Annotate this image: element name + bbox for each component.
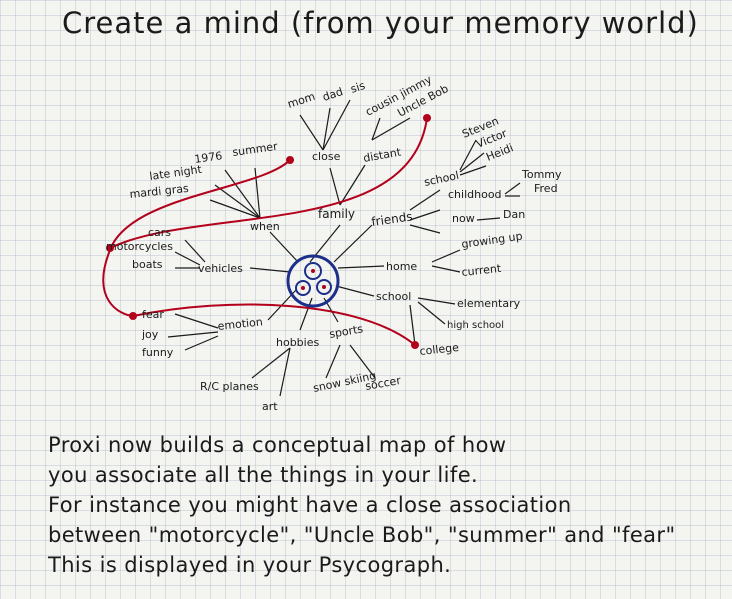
node-friends: friends (370, 209, 413, 229)
node-fred: Fred (534, 182, 558, 195)
node-cars: cars (148, 226, 171, 239)
node-hobbies: hobbies (276, 336, 319, 349)
node-1976: 1976 (194, 149, 224, 166)
explanation-paragraph: Proxi now builds a conceptual map of how… (48, 430, 728, 580)
paragraph-line: you associate all the things in your lif… (48, 463, 479, 487)
college-dot-icon (411, 341, 419, 349)
node-school-friends: school (423, 169, 460, 189)
node-distant: distant (362, 145, 402, 165)
node-now: now (452, 212, 475, 225)
node-dad: dad (321, 85, 345, 104)
association-curves (102, 117, 428, 346)
node-soccer: soccer (364, 374, 402, 393)
node-family: family (318, 207, 355, 221)
node-mardi-gras: mardi gras (129, 182, 190, 201)
node-home: home (386, 260, 417, 273)
page-title: Create a mind (from your memory world) (62, 6, 699, 40)
paragraph-line: For instance you might have a close asso… (48, 493, 572, 517)
node-childhood: childhood (448, 188, 502, 201)
node-summer: summer (232, 140, 279, 159)
fear-dot-icon (129, 312, 137, 320)
node-joy: joy (141, 328, 159, 341)
paragraph-line: This is displayed in your Psycograph. (48, 553, 452, 577)
connector-lines (167, 99, 521, 397)
node-close: close (312, 150, 341, 163)
node-elementary: elementary (457, 297, 521, 310)
node-current: current (461, 262, 503, 279)
node-fear: fear (142, 308, 164, 321)
mind-map-diagram: mom dad sis cousin jimmy Uncle Bob close… (102, 73, 562, 413)
summer-dot-icon (286, 156, 294, 164)
node-boats: boats (132, 258, 163, 271)
node-art: art (262, 400, 278, 413)
node-tommy: Tommy (521, 168, 562, 181)
paragraph-line: Proxi now builds a conceptual map of how (48, 433, 507, 457)
node-college: college (419, 341, 460, 358)
node-motorcycles: motorcycles (106, 240, 173, 253)
uncle-bob-dot-icon (423, 114, 431, 122)
node-high-school: high school (447, 320, 504, 331)
node-rc-planes: R/C planes (200, 380, 259, 393)
node-vehicles: vehicles (198, 262, 243, 275)
node-dan: Dan (503, 208, 525, 221)
node-growing-up: growing up (461, 230, 524, 251)
node-labels: mom dad sis cousin jimmy Uncle Bob close… (106, 73, 562, 413)
node-funny: funny (142, 346, 174, 359)
association-dots (106, 114, 431, 349)
node-emotion: emotion (217, 315, 263, 333)
node-mom: mom (286, 90, 317, 111)
paragraph-line: between "motorcycle", "Uncle Bob", "summ… (48, 523, 676, 547)
node-when: when (250, 220, 280, 233)
node-sis: sis (349, 79, 367, 96)
node-late-night: late night (149, 163, 204, 183)
node-school: school (376, 290, 411, 303)
mind-center-icon (286, 254, 340, 308)
motorcycles-dot-icon (106, 244, 114, 252)
node-sports: sports (328, 322, 364, 341)
